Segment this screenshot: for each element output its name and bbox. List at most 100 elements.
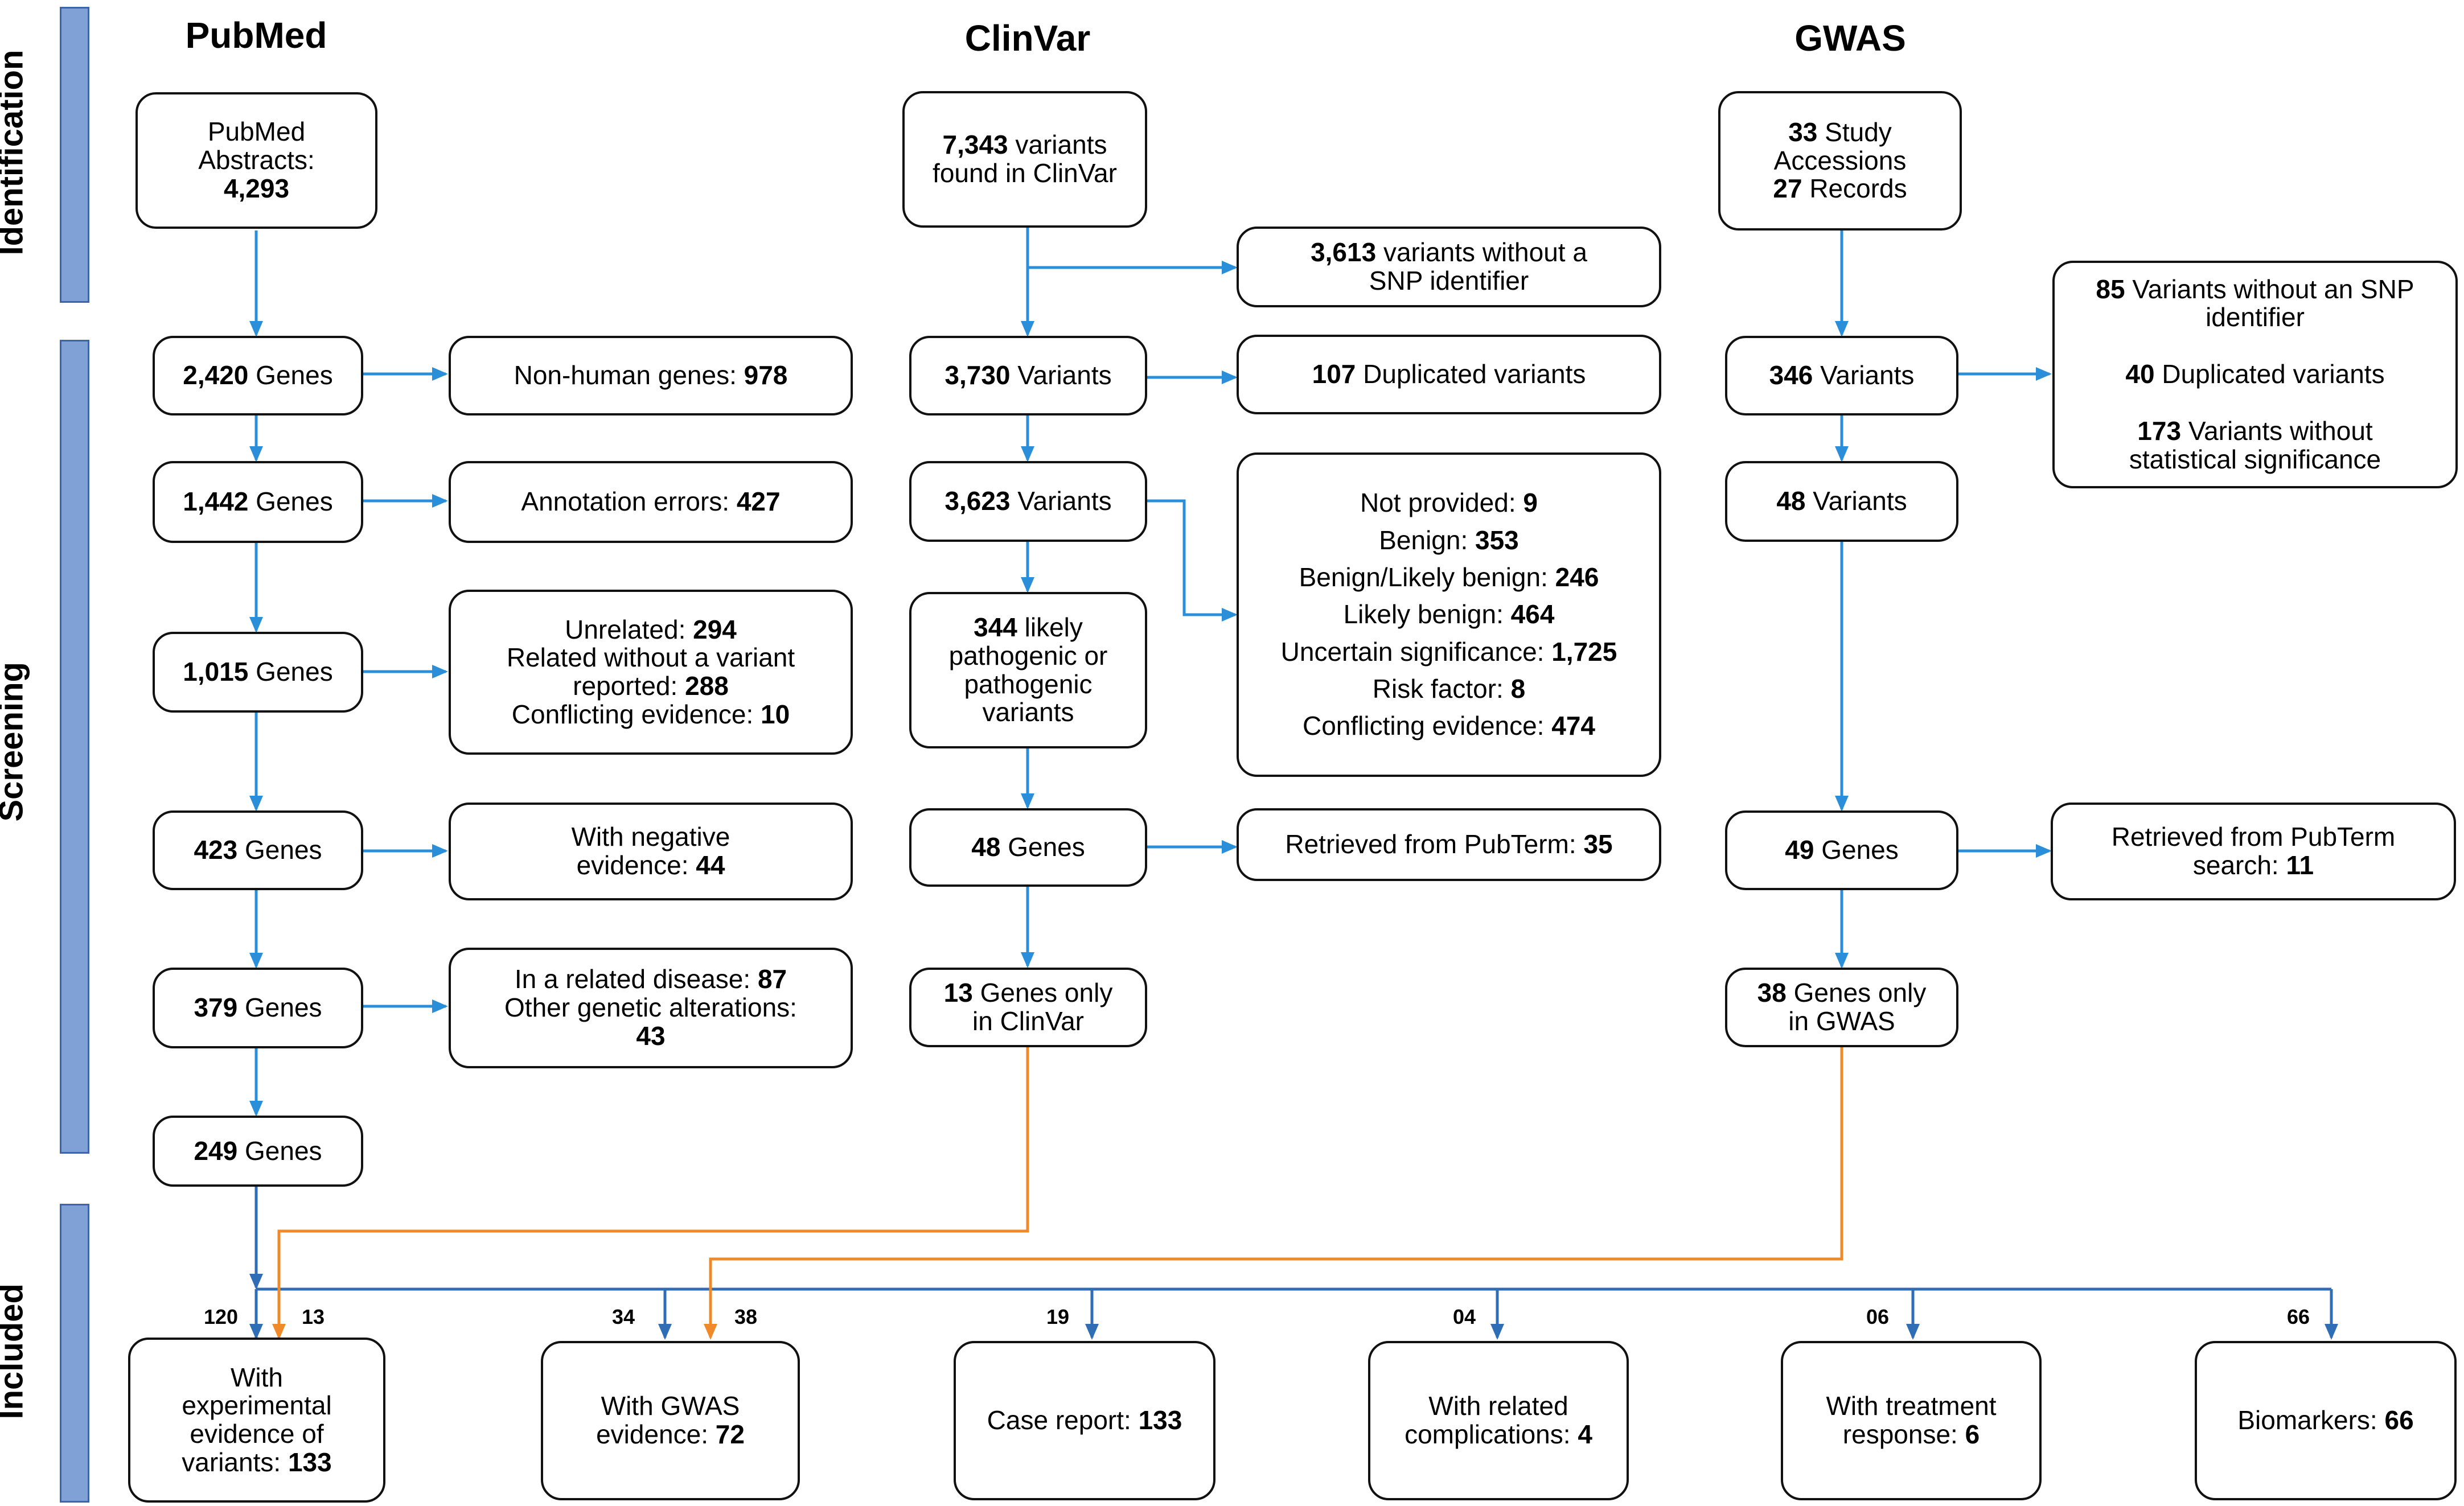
clinvar-genes-48-count: 48 xyxy=(971,832,1001,862)
pubmed-genes-423-box: 423 Genes xyxy=(153,810,363,890)
negative-evidence-count: 44 xyxy=(696,850,725,880)
gwas-no-snp-label: Variants without an SNP xyxy=(2125,274,2414,304)
gwas-nonsig-label: Variants without xyxy=(2181,415,2373,446)
negative-evidence-label: evidence: xyxy=(576,850,696,880)
pubmed-genes-1015-box: 1,015 Genes xyxy=(153,632,363,713)
included-experimental-line3: evidence of xyxy=(190,1419,324,1449)
clinvar-no-snp-label2: SNP identifier xyxy=(1369,266,1529,295)
class-row: Risk factor: 8 xyxy=(1373,670,1525,707)
pubmed-abstracts-line2: Abstracts: xyxy=(198,145,315,175)
class-label: Uncertain significance: xyxy=(1280,636,1552,666)
clinvar-genes-48-box: 48 Genes xyxy=(909,808,1147,887)
column-title-pubmed: PubMed xyxy=(185,15,327,56)
included-experimental-line2: experimental xyxy=(182,1390,332,1421)
pubmed-genes-423-count: 423 xyxy=(194,835,238,865)
included-experimental-label: variants: xyxy=(182,1447,288,1477)
count-label: 120 xyxy=(204,1305,239,1328)
clinvar-pathogenic-count: 344 xyxy=(974,612,1017,643)
included-biomarkers-count: 66 xyxy=(2384,1405,2414,1435)
class-label: Risk factor: xyxy=(1372,673,1511,703)
nonhuman-genes-label: Non-human genes: xyxy=(514,360,744,390)
pubmed-genes-1442-box: 1,442 Genes xyxy=(153,461,363,543)
unrelated-box: Unrelated: 294 Related without a variant… xyxy=(449,590,853,755)
gwas-pubterm-count: 11 xyxy=(2286,850,2314,880)
pubmed-genes-379-label: Genes xyxy=(237,993,322,1023)
gwas-only-label1: Genes only xyxy=(1786,978,1927,1008)
pubmed-genes-2420-label: Genes xyxy=(248,360,333,390)
class-row: Likely benign: 464 xyxy=(1344,596,1555,633)
gwas-only-box: 38 Genes only in GWAS xyxy=(1725,968,1958,1047)
count-label: 38 xyxy=(734,1305,758,1328)
gwas-nonsig-label2: statistical significance xyxy=(2129,444,2381,474)
pubmed-genes-1442-count: 1,442 xyxy=(183,487,249,517)
clinvar-variants-3623-box: 3,623 Variants xyxy=(909,461,1147,542)
pubmed-genes-249-count: 249 xyxy=(194,1135,238,1166)
gwas-variants-346-count: 346 xyxy=(1769,360,1813,390)
nonhuman-genes-box: Non-human genes: 978 xyxy=(449,336,853,415)
clinvar-pathogenic-label4: variants xyxy=(982,697,1074,727)
included-treatment-line1: With treatment xyxy=(1826,1391,1997,1421)
included-experimental-count: 133 xyxy=(288,1447,332,1477)
related-disease-count: 87 xyxy=(757,964,787,994)
stage-bar-screening xyxy=(60,340,89,1154)
annotation-errors-count: 427 xyxy=(736,487,781,517)
pubmed-genes-249-label: Genes xyxy=(237,1135,322,1166)
count-label: 34 xyxy=(612,1305,635,1328)
clinvar-variants-3623-label: Variants xyxy=(1010,486,1112,516)
pubmed-genes-423-label: Genes xyxy=(237,835,322,865)
gwas-pubterm-label1: Retrieved from PubTerm xyxy=(2111,822,2396,852)
pubmed-abstracts-line1: PubMed xyxy=(207,117,306,147)
gwas-records-label: Records xyxy=(1802,174,1907,204)
gwas-pubterm-box: Retrieved from PubTerm search: 11 xyxy=(2051,803,2456,900)
included-case-box: Case report: 133 xyxy=(954,1341,1215,1500)
pubmed-genes-1442-label: Genes xyxy=(248,487,333,517)
conflicting-evidence-count: 10 xyxy=(761,699,790,729)
annotation-errors-label: Annotation errors: xyxy=(521,487,737,517)
pubmed-genes-1015-label: Genes xyxy=(248,657,333,687)
class-count: 246 xyxy=(1555,562,1599,592)
gwas-duplicated-label: Duplicated variants xyxy=(2154,359,2385,389)
clinvar-only-count: 13 xyxy=(943,978,973,1008)
class-row: Benign: 353 xyxy=(1379,522,1519,559)
clinvar-no-snp-box: 3,613 variants without a SNP identifier xyxy=(1237,227,1661,307)
clinvar-no-snp-label1: variants without a xyxy=(1376,237,1587,268)
reported-count: 288 xyxy=(685,671,729,701)
pubmed-genes-379-box: 379 Genes xyxy=(153,968,363,1048)
pubmed-genes-1015-count: 1,015 xyxy=(183,657,249,687)
count-label: 66 xyxy=(2287,1305,2310,1328)
pubmed-genes-2420-box: 2,420 Genes xyxy=(153,336,363,415)
pubmed-genes-379-count: 379 xyxy=(194,993,238,1023)
unrelated-label: Unrelated: xyxy=(565,614,693,644)
gwas-accessions-label1: Study xyxy=(1817,117,1892,147)
included-gwas-count: 72 xyxy=(715,1419,745,1449)
gwas-genes-49-count: 49 xyxy=(1785,835,1814,865)
clinvar-only-label1: Genes only xyxy=(972,978,1113,1008)
class-row: Conflicting evidence: 474 xyxy=(1303,707,1595,744)
pubmed-genes-249-box: 249 Genes xyxy=(153,1116,363,1187)
other-genetic-count: 43 xyxy=(636,1021,666,1051)
included-case-label: Case report: xyxy=(987,1405,1139,1435)
gwas-only-count: 38 xyxy=(1757,978,1787,1008)
included-biomarkers-box: Biomarkers: 66 xyxy=(2195,1341,2457,1500)
clinvar-duplicated-count: 107 xyxy=(1312,359,1356,389)
class-label: Not provided: xyxy=(1360,488,1523,518)
class-row: Benign/Likely benign: 246 xyxy=(1299,559,1599,596)
count-label: 04 xyxy=(1453,1305,1476,1328)
unrelated-count: 294 xyxy=(693,614,737,644)
count-label: 13 xyxy=(302,1305,325,1328)
clinvar-duplicated-label: Duplicated variants xyxy=(1356,359,1586,389)
clinvar-pathogenic-box: 344 likely pathogenic or pathogenic vari… xyxy=(909,592,1147,748)
clinvar-pathogenic-label2: pathogenic or xyxy=(948,640,1108,670)
gwas-variants-48-count: 48 xyxy=(1776,486,1806,516)
gwas-variants-346-box: 346 Variants xyxy=(1725,336,1958,415)
gwas-pubterm-label2: search: xyxy=(2192,850,2286,880)
stage-bar-included xyxy=(60,1204,89,1503)
class-label: Benign: xyxy=(1379,525,1476,555)
gwas-variants-48-label: Variants xyxy=(1805,486,1907,516)
gwas-variants-346-label: Variants xyxy=(1813,360,1915,390)
class-count: 8 xyxy=(1510,673,1526,703)
class-count: 9 xyxy=(1523,488,1538,518)
class-row: Uncertain significance: 1,725 xyxy=(1281,633,1617,670)
clinvar-pubterm-label: Retrieved from PubTerm: xyxy=(1285,829,1584,859)
gwas-genes-49-label: Genes xyxy=(1814,835,1899,865)
